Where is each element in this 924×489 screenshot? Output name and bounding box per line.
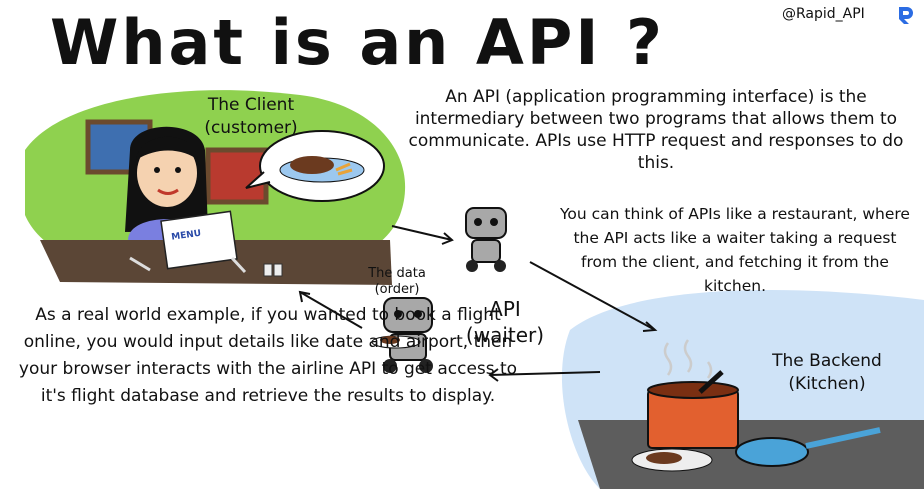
- backend-label: The Backend (Kitchen): [772, 351, 882, 394]
- client-label: The Client (customer): [204, 95, 298, 138]
- steak-icon: [290, 156, 334, 174]
- client-face: [137, 139, 197, 207]
- wall-picture-right: [205, 147, 269, 205]
- svg-text:MENU: MENU: [171, 229, 202, 243]
- client-bangs: [136, 136, 198, 160]
- intro-paragraph: An API (application programming interfac…: [408, 87, 904, 173]
- robot-waiter-serving-icon: [371, 297, 433, 373]
- api-label: API (waiter): [465, 297, 545, 347]
- data-label: The data (order): [368, 266, 426, 297]
- example-paragraph: As a real world example, if you wanted t…: [18, 305, 518, 406]
- pan-icon: [735, 427, 881, 467]
- pot-icon: [647, 339, 739, 449]
- analogy-paragraph: You can think of APIs like a restaurant,…: [560, 205, 910, 295]
- robot-waiter-icon: [465, 207, 507, 272]
- twitter-handle: @Rapid_API: [782, 6, 865, 22]
- page-title: What is an API ?: [50, 6, 665, 79]
- menu-card: MENU: [160, 210, 238, 270]
- flow-arrows: [298, 225, 658, 382]
- rapidapi-logo-icon: [899, 7, 913, 24]
- thought-bubble: [245, 130, 385, 202]
